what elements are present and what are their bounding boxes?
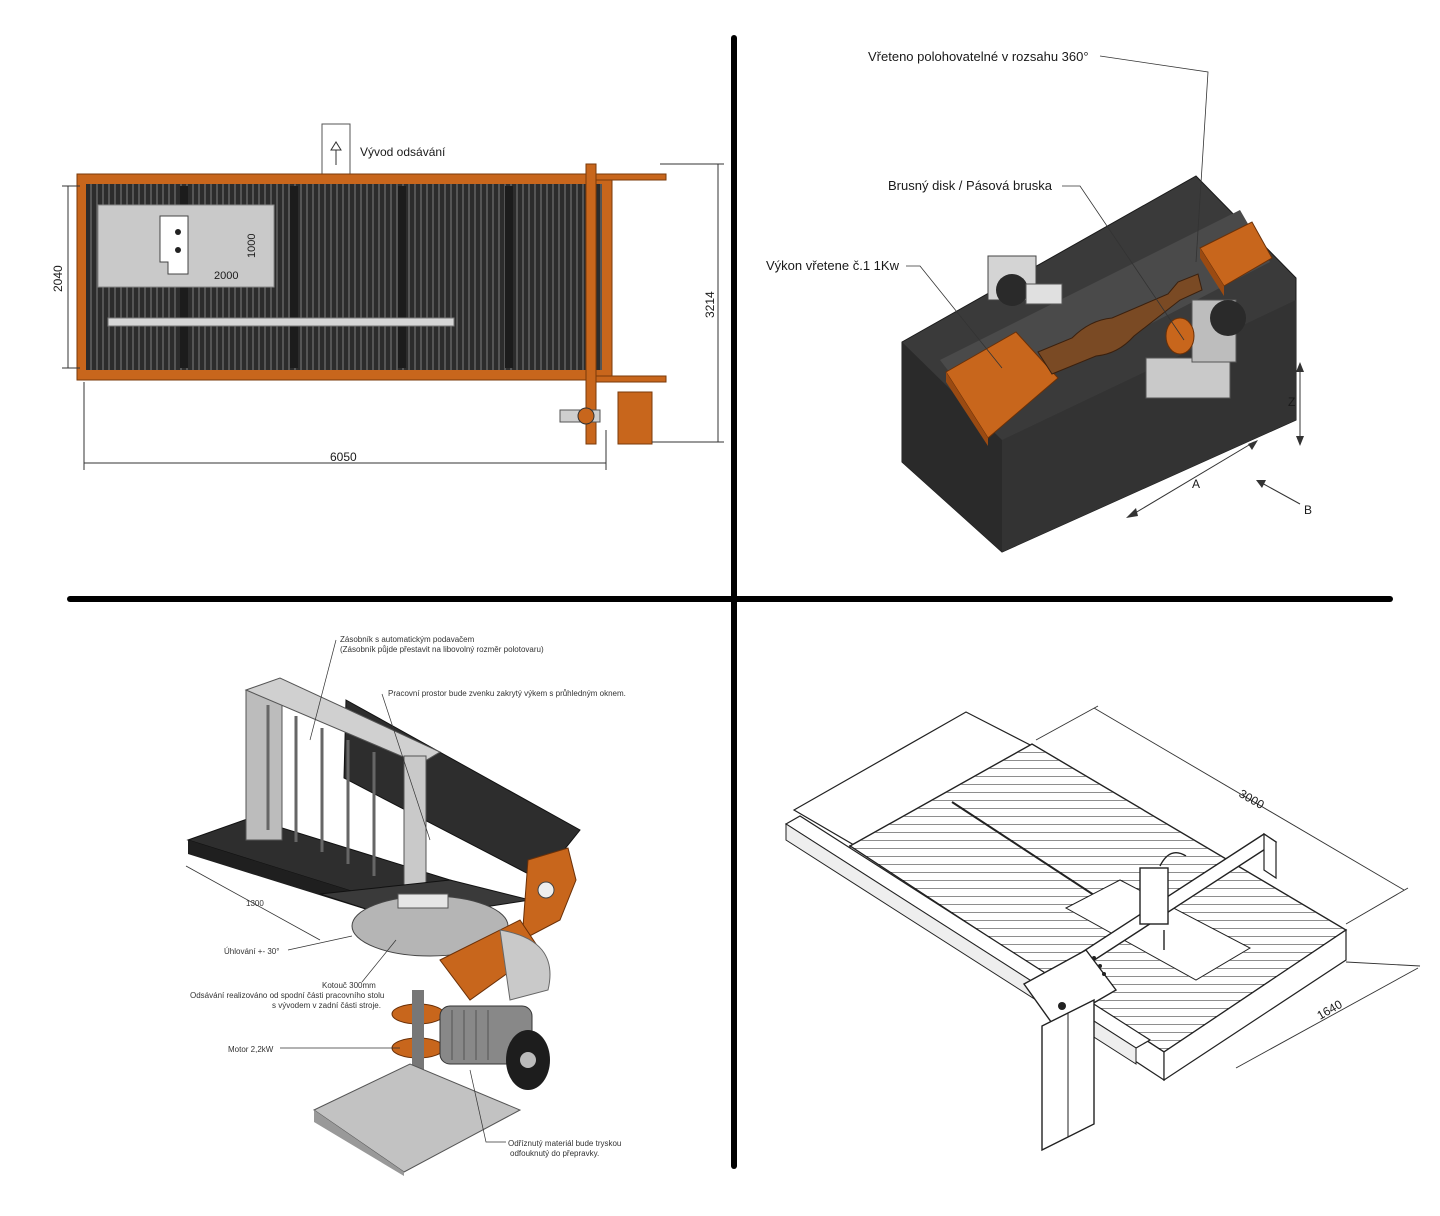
- lathe-panel: Vřeteno polohovatelné v rozsahu 360° Bru…: [766, 49, 1312, 553]
- label-blade: Kotouč 300mm: [322, 981, 376, 990]
- label-angle: Úhlování +- 30°: [224, 947, 279, 956]
- label-spindle-positionable: Vřeteno polohovatelné v rozsahu 360°: [868, 49, 1089, 64]
- dim-3000: 3000: [1237, 786, 1267, 812]
- wooden-workpiece: [1037, 273, 1203, 375]
- label-waste-1: Odříznutý materiál bude tryskou: [508, 1139, 621, 1148]
- label-spindle-power: Výkon vřetene č.1 1Kw: [766, 258, 900, 273]
- dim-6050: 6050: [330, 450, 357, 464]
- dim-1640: 1640: [1315, 997, 1345, 1023]
- torch-head: [1139, 867, 1169, 925]
- gantry-beam: [585, 163, 597, 445]
- plan-view-panel: Vývod odsávání 2000 1000 2040 3214: [51, 123, 724, 470]
- label-motor: Motor 2,2kW: [228, 1045, 274, 1054]
- quadrant-dividers: [67, 35, 1393, 1169]
- motor-block: [617, 391, 653, 445]
- cut-part: [159, 215, 189, 275]
- cutting-table-panel: 3000 1640: [784, 705, 1421, 1152]
- dim-3214: 3214: [703, 291, 717, 318]
- label-waste-2: odfouknutý do přepravky.: [510, 1149, 599, 1158]
- grinding-disc: [1165, 317, 1195, 355]
- label-extraction-1: Odsávání realizováno od spodní části pra…: [190, 991, 384, 1000]
- label-grinding-disc: Brusný disk / Pásová bruska: [888, 178, 1053, 193]
- control-panel: [1022, 949, 1118, 1027]
- dim-1000: 1000: [246, 234, 258, 258]
- dim-2000: 2000: [214, 270, 238, 282]
- axis-z: Z: [1288, 395, 1295, 409]
- dim-1300: 1300: [246, 899, 264, 908]
- rail: [107, 317, 455, 327]
- exhaust-label: Vývod odsávání: [360, 145, 446, 159]
- axis-a: A: [1192, 477, 1200, 491]
- dim-2040: 2040: [51, 265, 65, 292]
- label-magazine-2: (Zásobník půjde přestavit na libovolný r…: [340, 645, 544, 654]
- axis-b: B: [1304, 503, 1312, 517]
- saw-panel: 1300 Zásobník s automatickým podavačem (…: [185, 635, 626, 1176]
- label-workspace: Pracovní prostor bude zvenku zakrytý výk…: [388, 689, 626, 698]
- base-plate: [313, 1063, 522, 1173]
- grinder-base: [1145, 357, 1231, 399]
- magazine-cage: [245, 689, 283, 841]
- label-magazine-1: Zásobník s automatickým podavačem: [340, 635, 475, 644]
- arrow-up-icon: [330, 141, 342, 151]
- label-extraction-2: s vývodem v zadní části stroje.: [272, 1001, 381, 1010]
